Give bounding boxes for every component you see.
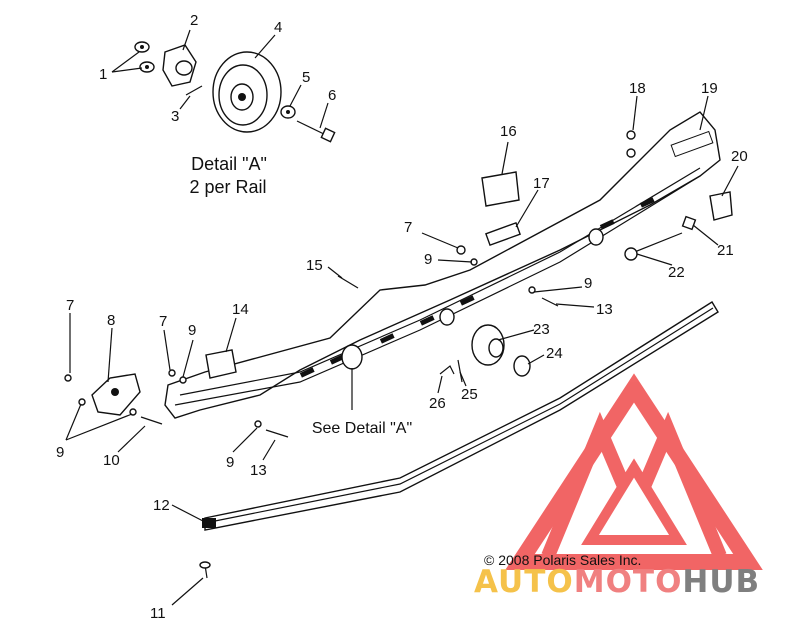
callout-13-bottom: 13 [250,462,267,479]
callout-22: 22 [668,264,685,281]
callout-labels: 1 2 3 4 5 6 7 7 7 8 9 9 9 9 9 10 11 12 1… [56,12,748,622]
callout-26: 26 [429,395,446,412]
callout-6: 6 [328,87,336,104]
callout-20: 20 [731,148,748,165]
callout-7-mid: 7 [159,313,167,330]
callout-25: 25 [461,386,478,403]
callout-7-left: 7 [66,297,74,314]
callout-8: 8 [107,312,115,329]
callout-23: 23 [533,321,550,338]
detail-a-group [134,41,336,143]
callout-15: 15 [306,257,323,274]
callout-19: 19 [701,80,718,97]
callout-9-bottom: 9 [226,454,234,471]
callout-17: 17 [533,175,550,192]
callout-1: 1 [99,66,107,83]
rail-slots [299,197,655,378]
watermark-text: AUTOMOTOHUB [474,564,760,600]
callout-9-right: 9 [584,275,592,292]
callout-12: 12 [153,497,170,514]
callout-16: 16 [500,123,517,140]
svg-text:AUTOMOTOHUB: AUTOMOTOHUB [474,564,760,600]
callout-9-left: 9 [56,444,64,461]
callout-14: 14 [232,301,249,318]
callout-18: 18 [629,80,646,97]
watermark-hub: HUB [682,564,760,600]
detail-a-subtitle: 2 per Rail [189,177,266,197]
watermark-logo [505,373,763,570]
callout-13-right: 13 [596,301,613,318]
callout-2: 2 [190,12,198,29]
callout-10: 10 [103,452,120,469]
callout-7-top: 7 [404,219,412,236]
watermark-moto: MOTO [574,564,683,600]
watermark-auto: AUTO [474,564,574,600]
callout-9-mid: 9 [188,322,196,339]
see-detail-a-label: See Detail "A" [312,420,412,437]
slide-rail [64,111,733,438]
callout-21: 21 [717,242,734,259]
callout-11: 11 [150,605,166,622]
wear-strip [199,301,719,579]
leader-lines [65,29,739,606]
callout-3: 3 [171,108,179,125]
callout-24: 24 [546,345,563,362]
copyright-text: © 2008 Polaris Sales Inc. [484,552,641,568]
callout-5: 5 [302,69,310,86]
detail-a-title: Detail "A" [191,154,267,174]
callout-9-top: 9 [424,251,432,268]
callout-4: 4 [274,19,282,36]
